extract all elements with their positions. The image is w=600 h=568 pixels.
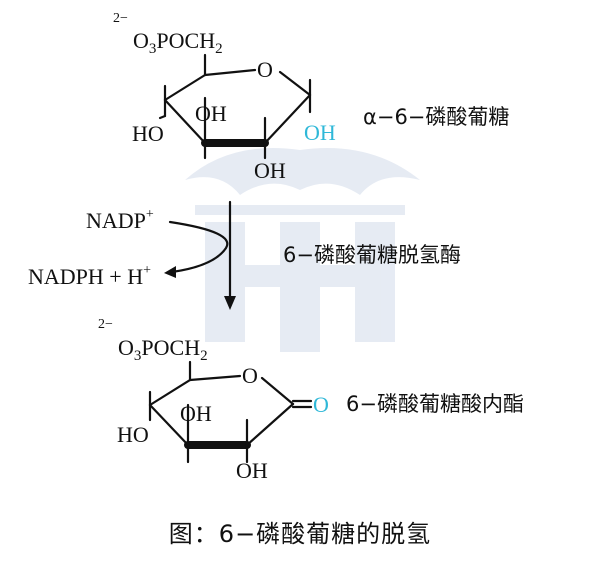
bottom-molecule: 2− O3POCH2 O O HO OH OH 6−磷酸葡糖酸内酯 [98, 317, 524, 483]
main-reaction-arrowhead [224, 296, 236, 310]
top-oh-c3: OH [195, 101, 227, 126]
nadph-label: NADPH + H+ [28, 263, 151, 289]
bottom-ring-bonds [148, 360, 313, 464]
top-charge: 2− [113, 11, 128, 26]
top-ring-bonds [158, 53, 312, 160]
bottom-oh-c3: OH [180, 401, 212, 426]
enzyme-name: 6−磷酸葡糖脱氢酶 [283, 243, 461, 267]
reaction-arrows [164, 200, 236, 310]
top-molecule: 2− O3POCH2 O HO OH OH OH α−6−磷酸葡糖 [113, 11, 509, 183]
top-ring-oxygen: O [257, 57, 273, 82]
bottom-molecule-name: 6−磷酸葡糖酸内酯 [346, 392, 524, 416]
bottom-phosphate-group: O3POCH2 [118, 335, 208, 364]
top-oh-c4: HO [132, 121, 164, 146]
cofactor-curved-arrow [168, 220, 229, 274]
bottom-charge: 2− [98, 317, 113, 332]
top-oh-anomeric: OH [304, 120, 336, 145]
bottom-oh-c2: OH [236, 458, 268, 483]
top-phosphate-group: O3POCH2 [133, 28, 223, 57]
bottom-ring-oxygen: O [242, 363, 258, 388]
watermark [185, 148, 420, 352]
figure-caption: 图：6−磷酸葡糖的脱氢 [168, 520, 432, 548]
bottom-carbonyl-oxygen: O [313, 392, 329, 417]
bottom-oh-c4: HO [117, 422, 149, 447]
top-oh-c2: OH [254, 158, 286, 183]
top-molecule-name: α−6−磷酸葡糖 [363, 105, 509, 129]
nadp-label: NADP+ [86, 207, 154, 233]
cofactor-arrowhead [164, 266, 176, 278]
